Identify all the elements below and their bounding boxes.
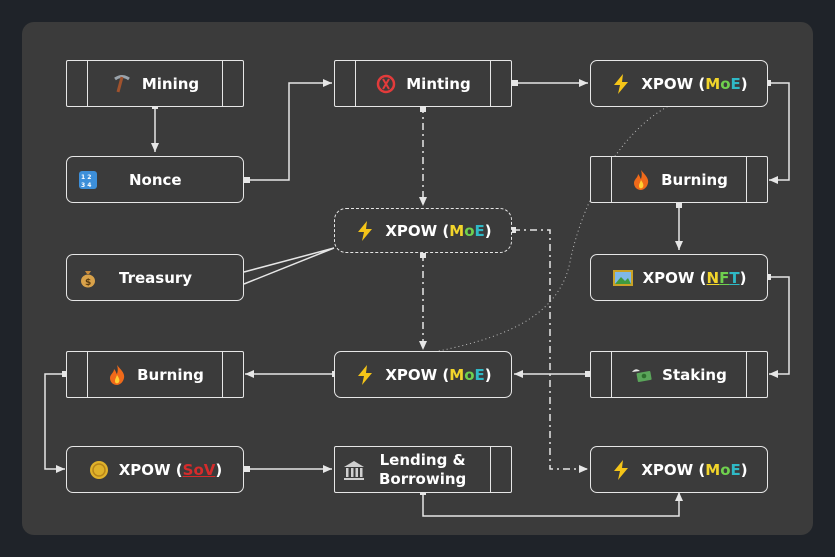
node-treasury[interactable]: $ Treasury: [66, 254, 244, 301]
node-mining-label: Mining: [141, 74, 200, 93]
svg-text:1 2: 1 2: [81, 174, 91, 181]
node-burning-left-label: Burning: [137, 365, 204, 384]
node-burning-right-label: Burning: [661, 170, 728, 189]
node-xpow-bottom[interactable]: XPOW (MoE): [590, 446, 768, 493]
edge-xpow-nft-staking: [768, 276, 790, 378]
edge-xpow-top-xpow-mid-dotted: [433, 99, 683, 353]
edge-xpow-top-burning-right: [768, 82, 790, 184]
edge-nonce-minting: [246, 79, 332, 181]
svg-text:3 4: 3 4: [81, 182, 91, 189]
lightning-icon: [354, 364, 376, 386]
edge-burning-left-xpow-sov: [44, 373, 66, 473]
node-lending-borrowing[interactable]: Lending & Borrowing: [334, 446, 512, 493]
money-wings-icon: [631, 364, 653, 386]
node-xpow-nft[interactable]: XPOW (NFT): [590, 254, 768, 301]
node-lending-label: Lending & Borrowing: [379, 450, 467, 488]
node-xpow-sov-label: XPOW (SoV): [118, 460, 223, 479]
connector-layer: [44, 79, 790, 517]
svg-text:$: $: [85, 278, 91, 288]
node-burning-right[interactable]: Burning: [590, 156, 768, 203]
node-staking-label: Staking: [662, 365, 727, 384]
lightning-icon: [610, 73, 632, 95]
lightning-icon: [354, 220, 376, 242]
node-staking[interactable]: Staking: [590, 351, 768, 398]
node-minting[interactable]: Minting: [334, 60, 512, 107]
node-xpow-nft-label: XPOW (NFT): [642, 268, 747, 287]
node-nonce-label: Nonce: [129, 170, 182, 189]
node-mining[interactable]: Mining: [66, 60, 244, 107]
node-burning-left[interactable]: Burning: [66, 351, 244, 398]
node-xpow-top-label: XPOW (MoE): [641, 74, 748, 93]
edge-lending-xpow-bottom: [422, 492, 683, 517]
node-treasury-label: Treasury: [119, 268, 193, 287]
bank-icon: [343, 459, 365, 481]
callout-pointer: [243, 247, 335, 285]
pickaxe-icon: [111, 73, 133, 95]
node-xpow-mid-label: XPOW (MoE): [385, 365, 492, 384]
node-xpow-bottom-label: XPOW (MoE): [641, 460, 748, 479]
node-minting-label: Minting: [406, 74, 471, 93]
node-xpow-top[interactable]: XPOW (MoE): [590, 60, 768, 107]
node-xpow-mid[interactable]: XPOW (MoE): [334, 351, 512, 398]
fire-icon: [630, 169, 652, 191]
node-xpow-center[interactable]: XPOW (MoE): [334, 208, 512, 253]
money-bag-icon: $: [77, 267, 99, 289]
fire-icon: [106, 364, 128, 386]
coin-icon: [88, 459, 110, 481]
node-xpow-sov[interactable]: XPOW (SoV): [66, 446, 244, 493]
picture-icon: [612, 267, 634, 289]
lightning-icon: [610, 459, 632, 481]
node-xpow-center-label: XPOW (MoE): [385, 221, 492, 240]
edge-xpow-center-xpow-bottom: [513, 229, 588, 473]
minting-logo-icon: [375, 73, 397, 95]
